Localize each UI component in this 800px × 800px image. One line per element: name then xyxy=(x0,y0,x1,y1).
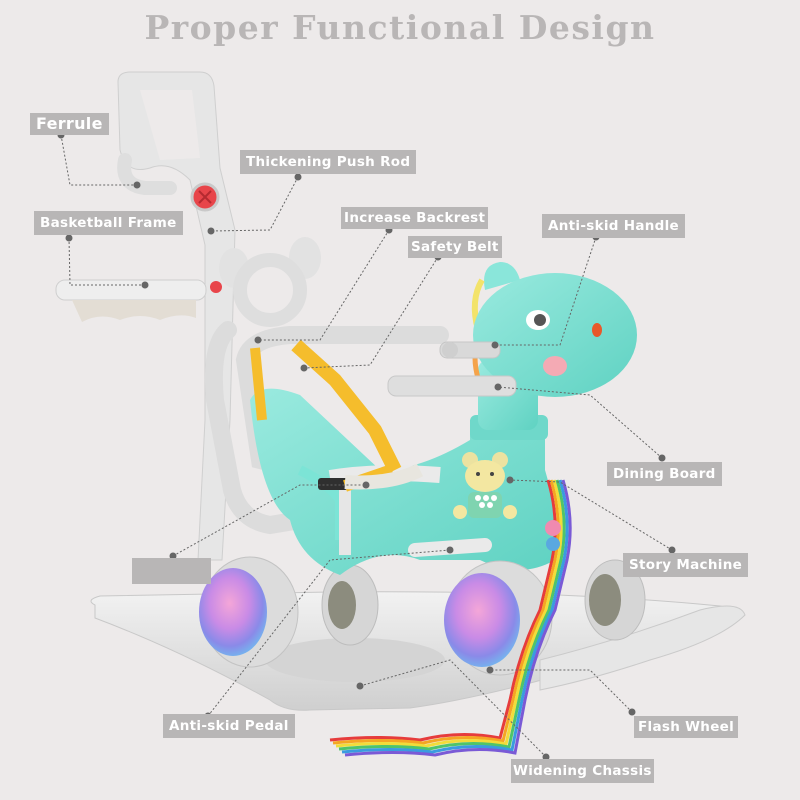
handle-and-dining-board xyxy=(387,341,517,397)
basketball-frame xyxy=(55,279,207,322)
horse-head xyxy=(471,262,637,430)
safety-belt xyxy=(250,339,424,492)
callout-flash-wheel: Flash Wheel xyxy=(634,716,739,738)
callout-anti-skid-handle: Anti-skid Handle xyxy=(542,214,686,238)
rainbow-ribbon xyxy=(329,479,572,757)
callout-increase-backrest: Increase Backrest xyxy=(341,207,489,229)
callout-anti-skid-pedal: Anti-skid Pedal xyxy=(163,714,295,738)
callout-dining-board: Dining Board xyxy=(607,462,722,486)
story-machine-bear xyxy=(453,452,517,519)
page-title: Proper Functional Design xyxy=(144,8,656,47)
leader-lines xyxy=(60,134,673,758)
push-rod xyxy=(117,71,236,561)
flash-wheels xyxy=(199,556,553,676)
callout-blank xyxy=(132,558,211,584)
callout-basketball-frame: Basketball Frame xyxy=(34,211,183,235)
back-wheels xyxy=(321,559,646,646)
rocker-base xyxy=(90,591,746,711)
callout-thickening-push-rod: Thickening Push Rod xyxy=(240,150,417,174)
callout-widening-chassis: Widening Chassis xyxy=(511,759,654,783)
callout-story-machine: Story Machine xyxy=(623,553,749,577)
callout-ferrule: Ferrule xyxy=(30,113,109,135)
callout-safety-belt: Safety Belt xyxy=(408,236,502,258)
ferrule-hook xyxy=(117,153,177,195)
dining-board xyxy=(387,375,517,397)
